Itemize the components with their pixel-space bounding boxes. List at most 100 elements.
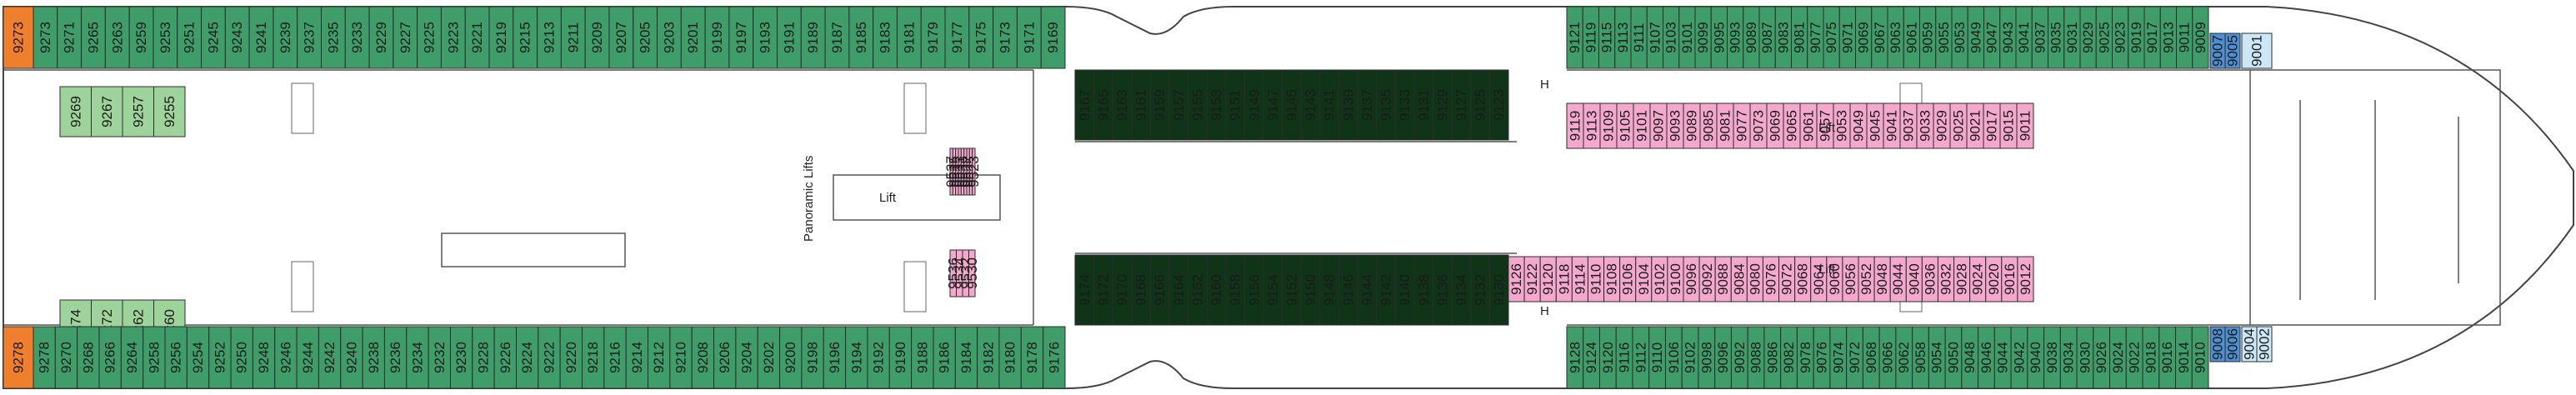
cabin-9018[interactable]: 9018 xyxy=(2142,326,2160,389)
cabin-9155[interactable]: 9155 xyxy=(1188,69,1208,141)
cabin-9093[interactable]: 9093 xyxy=(1666,102,1684,149)
cabin-9112[interactable]: 9112 xyxy=(1632,326,1650,389)
cabin-9045[interactable]: 9045 xyxy=(1866,102,1884,149)
cabin-9180[interactable]: 9180 xyxy=(998,326,1022,389)
cabin-9120[interactable]: 9120 xyxy=(1598,326,1617,389)
cabin-9183[interactable]: 9183 xyxy=(873,6,898,69)
cabin-9142[interactable]: 9142 xyxy=(1376,254,1396,326)
cabin-9065[interactable]: 9065 xyxy=(1783,102,1801,149)
cabin-9093[interactable]: 9093 xyxy=(1727,6,1744,69)
cabin-9250[interactable]: 9250 xyxy=(230,326,253,389)
cabin-9174[interactable]: 9174 xyxy=(1074,254,1095,326)
cabin-9156[interactable]: 9156 xyxy=(1243,254,1264,326)
cabin-9049[interactable]: 9049 xyxy=(1967,6,1984,69)
cabin-9021[interactable]: 9021 xyxy=(1966,102,1984,149)
cabin-9223[interactable]: 9223 xyxy=(440,6,466,69)
cabin-9182[interactable]: 9182 xyxy=(977,326,1000,389)
cabin-9229[interactable]: 9229 xyxy=(368,6,394,69)
cabin-9019[interactable]: 9019 xyxy=(2128,6,2145,69)
cabin-9119[interactable]: 9119 xyxy=(1566,102,1584,149)
cabin-9011[interactable]: 9011 xyxy=(2176,6,2193,69)
cabin-9048[interactable]: 9048 xyxy=(1961,326,1979,389)
cabin-9041[interactable]: 9041 xyxy=(2015,6,2033,69)
cabin-9186[interactable]: 9186 xyxy=(933,326,956,389)
cabin-9127[interactable]: 9127 xyxy=(1451,69,1472,141)
cabin-9119[interactable]: 9119 xyxy=(1582,6,1599,69)
cabin-9096[interactable]: 9096 xyxy=(1683,256,1700,302)
cabin-9241[interactable]: 9241 xyxy=(248,6,274,69)
cabin-9055[interactable]: 9055 xyxy=(1935,6,1953,69)
cabin-9128[interactable]: 9128 xyxy=(1566,326,1584,389)
cabin-9037[interactable]: 9037 xyxy=(2031,6,2048,69)
cabin-9230[interactable]: 9230 xyxy=(449,326,473,389)
cabin-9082[interactable]: 9082 xyxy=(1780,326,1798,389)
cabin-9017[interactable]: 9017 xyxy=(1983,102,2001,149)
cabin-9134[interactable]: 9134 xyxy=(1451,254,1472,326)
cabin-9110[interactable]: 9110 xyxy=(1648,326,1666,389)
cabin-9148[interactable]: 9148 xyxy=(1319,254,1340,326)
cabin-9184[interactable]: 9184 xyxy=(954,326,978,389)
cabin-9024[interactable]: 9024 xyxy=(2109,326,2127,389)
cabin-9056[interactable]: 9056 xyxy=(1842,256,1859,302)
cabin-9235[interactable]: 9235 xyxy=(320,6,346,69)
cabin-9040[interactable]: 9040 xyxy=(1905,256,1923,302)
cabin-9005[interactable]: 9005 xyxy=(2224,32,2241,69)
cabin-9084[interactable]: 9084 xyxy=(1730,256,1748,302)
cabin-9162[interactable]: 9162 xyxy=(1188,254,1208,326)
cabin-9234[interactable]: 9234 xyxy=(406,326,429,389)
cabin-9099[interactable]: 9099 xyxy=(1694,6,1712,69)
cabin-9048[interactable]: 9048 xyxy=(1873,256,1891,302)
cabin-9064[interactable]: 9064 xyxy=(1810,256,1828,302)
cabin-9176[interactable]: 9176 xyxy=(1043,326,1066,389)
cabin-9256[interactable]: 9256 xyxy=(164,326,188,389)
cabin-9244[interactable]: 9244 xyxy=(296,326,319,389)
cabin-9246[interactable]: 9246 xyxy=(274,326,298,389)
cabin-9218[interactable]: 9218 xyxy=(582,326,605,389)
cabin-9054[interactable]: 9054 xyxy=(1928,326,1946,389)
cabin-9113[interactable]: 9113 xyxy=(1583,102,1601,149)
cabin-9278[interactable]: 9278 xyxy=(33,326,56,389)
cabin-9245[interactable]: 9245 xyxy=(201,6,226,69)
cabin-9069[interactable]: 9069 xyxy=(1855,6,1873,69)
cabin-9104[interactable]: 9104 xyxy=(1635,256,1653,302)
cabin-9221[interactable]: 9221 xyxy=(464,6,490,69)
cabin-9126[interactable]: 9126 xyxy=(1508,256,1525,302)
cabin-9236[interactable]: 9236 xyxy=(383,326,408,389)
cabin-9170[interactable]: 9170 xyxy=(1112,254,1133,326)
cabin-9092[interactable]: 9092 xyxy=(1698,256,1716,302)
cabin-9198[interactable]: 9198 xyxy=(801,326,824,389)
cabin-9124[interactable]: 9124 xyxy=(1583,326,1600,389)
cabin-9077[interactable]: 9077 xyxy=(1807,6,1824,69)
cabin-9106[interactable]: 9106 xyxy=(1664,326,1683,389)
cabin-9213[interactable]: 9213 xyxy=(537,6,562,69)
cabin-9075[interactable]: 9075 xyxy=(1823,6,1840,69)
cabin-9222[interactable]: 9222 xyxy=(538,326,561,389)
cabin-9135[interactable]: 9135 xyxy=(1376,69,1396,141)
cabin-9251[interactable]: 9251 xyxy=(177,6,203,69)
cabin-9097[interactable]: 9097 xyxy=(1649,102,1668,149)
cabin-9106[interactable]: 9106 xyxy=(1619,256,1637,302)
cabin-9049[interactable]: 9049 xyxy=(1849,102,1868,149)
cabin-9178[interactable]: 9178 xyxy=(1020,326,1044,389)
cabin-9089[interactable]: 9089 xyxy=(1743,6,1760,69)
cabin-9025[interactable]: 9025 xyxy=(1949,102,1968,149)
cabin-9177[interactable]: 9177 xyxy=(944,6,970,69)
cabin-9171[interactable]: 9171 xyxy=(1016,6,1042,69)
cabin-9227[interactable]: 9227 xyxy=(393,6,418,69)
cabin-9193[interactable]: 9193 xyxy=(753,6,778,69)
cabin-9133[interactable]: 9133 xyxy=(1394,69,1415,141)
cabin-9088[interactable]: 9088 xyxy=(1714,256,1732,302)
cabin-9096[interactable]: 9096 xyxy=(1714,326,1732,389)
cabin-9114[interactable]: 9114 xyxy=(1571,256,1588,302)
cabin-9157[interactable]: 9157 xyxy=(1168,69,1189,141)
cabin-9181[interactable]: 9181 xyxy=(896,6,922,69)
cabin-9165[interactable]: 9165 xyxy=(1093,69,1113,141)
cabin-9149[interactable]: 9149 xyxy=(1243,69,1264,141)
cabin-9008[interactable]: 9008 xyxy=(2209,326,2226,362)
cabin-9025[interactable]: 9025 xyxy=(2095,6,2113,69)
cabin-9224[interactable]: 9224 xyxy=(515,326,539,389)
cabin-9132[interactable]: 9132 xyxy=(1470,254,1490,326)
cabin-9053[interactable]: 9053 xyxy=(1833,102,1851,149)
cabin-9081[interactable]: 9081 xyxy=(1716,102,1734,149)
cabin-9035[interactable]: 9035 xyxy=(2048,6,2065,69)
